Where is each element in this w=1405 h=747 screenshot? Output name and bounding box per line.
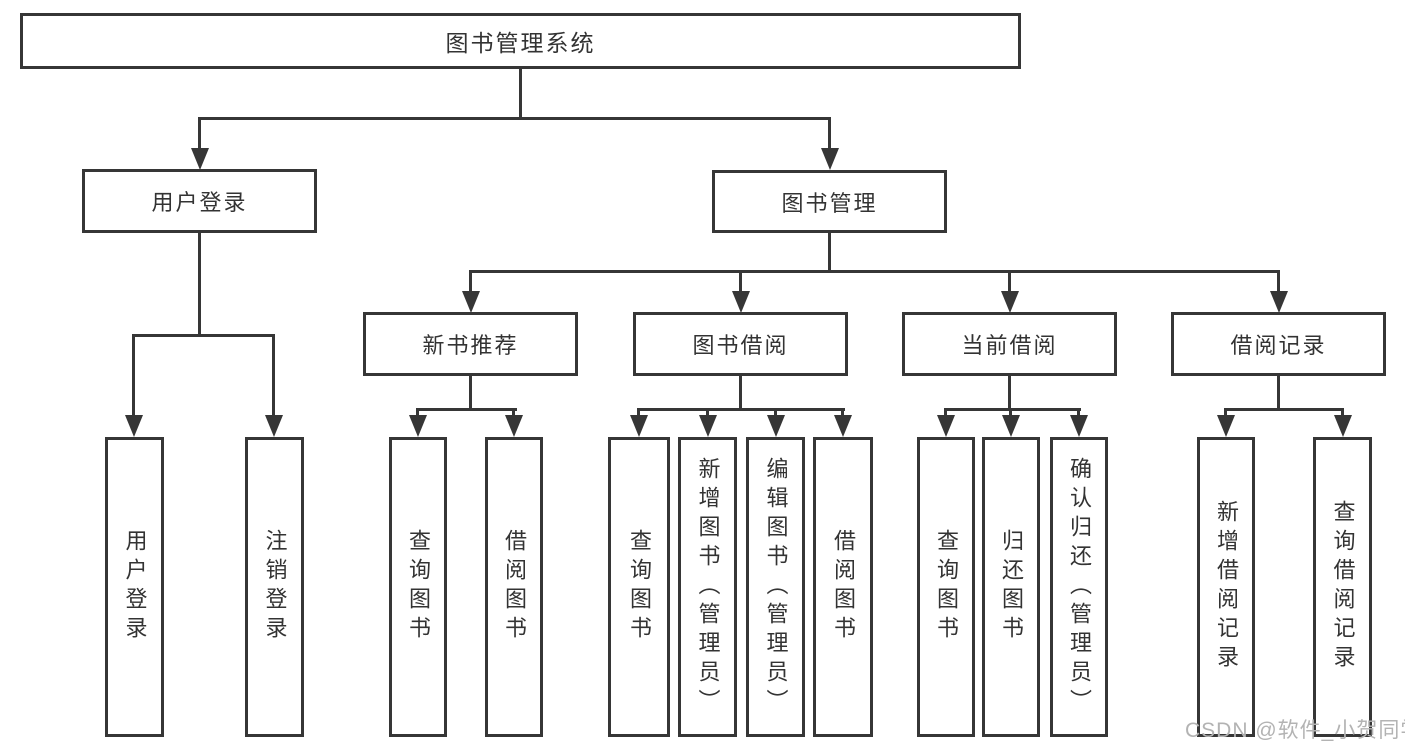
leaf-confirm-return-label: 确认归还（管理员） — [1067, 456, 1092, 718]
edge-root-bar — [198, 117, 831, 120]
arrow-down-icon — [1217, 415, 1235, 437]
leaf-add-book-label: 新增图书（管理员） — [695, 456, 721, 718]
node-new-book-label: 新书推荐 — [422, 333, 519, 358]
leaf-edit-book: 编辑图书（管理员） — [746, 437, 805, 737]
leaf-query-book-2-label: 查询图书 — [627, 529, 652, 645]
edge-book-mgmt-bar — [469, 270, 1280, 273]
leaf-borrow-book-1: 借阅图书 — [485, 437, 543, 737]
leaf-query-book-2: 查询图书 — [608, 437, 670, 737]
node-root-label: 图书管理系统 — [445, 30, 596, 56]
edge-book-borrow-stem — [739, 376, 742, 411]
leaf-query-book-1: 查询图书 — [389, 437, 447, 737]
leaf-query-book-1-label: 查询图书 — [406, 529, 431, 645]
node-current-borrow-label: 当前借阅 — [961, 333, 1058, 358]
edge-new-book-bar — [416, 408, 517, 411]
arrow-down-icon — [767, 415, 785, 437]
edge-current-borrow-bar — [944, 408, 1081, 411]
arrow-down-icon — [630, 415, 648, 437]
arrow-down-icon — [1070, 415, 1088, 437]
node-book-borrow-label: 图书借阅 — [692, 333, 789, 358]
node-user-login: 用户登录 — [82, 169, 317, 233]
leaf-borrow-book-2: 借阅图书 — [813, 437, 873, 737]
leaf-query-book-3: 查询图书 — [917, 437, 975, 737]
leaf-borrow-book-2-label: 借阅图书 — [831, 529, 856, 645]
node-borrow-record-label: 借阅记录 — [1230, 333, 1327, 358]
leaf-query-record: 查询借阅记录 — [1313, 437, 1372, 737]
leaf-add-record: 新增借阅记录 — [1197, 437, 1255, 737]
leaf-query-book-3-label: 查询图书 — [934, 529, 959, 645]
leaf-add-book: 新增图书（管理员） — [678, 437, 737, 737]
arrow-down-icon — [1334, 415, 1352, 437]
edge-drop-new-book — [469, 270, 472, 295]
node-book-mgmt-label: 图书管理 — [781, 190, 878, 216]
node-book-borrow: 图书借阅 — [633, 312, 848, 376]
node-new-book: 新书推荐 — [363, 312, 578, 376]
edge-root-stem — [519, 69, 522, 119]
edge-drop-book-borrow — [739, 270, 742, 295]
arrow-down-icon — [834, 415, 852, 437]
edge-book-mgmt-stem — [828, 233, 831, 273]
node-book-mgmt: 图书管理 — [712, 170, 947, 233]
leaf-edit-book-label: 编辑图书（管理员） — [763, 456, 789, 718]
node-borrow-record: 借阅记录 — [1171, 312, 1386, 376]
arrow-down-icon — [125, 415, 143, 437]
node-user-login-label: 用户登录 — [151, 190, 248, 215]
edge-drop-current-borrow — [1008, 270, 1011, 295]
arrow-down-icon — [191, 148, 209, 170]
leaf-logout-label: 注销登录 — [262, 529, 288, 645]
edge-root-drop-book-mgmt — [828, 117, 831, 152]
leaf-add-record-label: 新增借阅记录 — [1214, 500, 1239, 674]
arrow-down-icon — [699, 415, 717, 437]
edge-book-borrow-bar — [637, 408, 845, 411]
arrow-down-icon — [1001, 291, 1019, 313]
arrow-down-icon — [265, 415, 283, 437]
edge-borrow-record-stem — [1277, 376, 1280, 411]
edge-root-drop-user-login — [198, 117, 201, 152]
arrow-down-icon — [462, 291, 480, 313]
leaf-user-login: 用户登录 — [105, 437, 164, 737]
arrow-down-icon — [732, 291, 750, 313]
leaf-query-record-label: 查询借阅记录 — [1330, 500, 1356, 674]
csdn-watermark: CSDN @软件_小贺同学 — [1185, 719, 1405, 742]
arrow-down-icon — [821, 148, 839, 170]
edge-borrow-record-bar — [1224, 408, 1344, 411]
edge-drop-leaf-logout — [272, 334, 275, 421]
arrow-down-icon — [505, 415, 523, 437]
arrow-down-icon — [1270, 291, 1288, 313]
leaf-user-login-label: 用户登录 — [122, 529, 148, 645]
arrow-down-icon — [409, 415, 427, 437]
node-root: 图书管理系统 — [20, 13, 1021, 69]
node-current-borrow: 当前借阅 — [902, 312, 1117, 376]
edge-drop-borrow-record — [1277, 270, 1280, 295]
leaf-return-book-label: 归还图书 — [999, 529, 1024, 645]
leaf-logout: 注销登录 — [245, 437, 304, 737]
leaf-return-book: 归还图书 — [982, 437, 1040, 737]
edge-new-book-stem — [469, 376, 472, 411]
leaf-confirm-return: 确认归还（管理员） — [1050, 437, 1108, 737]
arrow-down-icon — [937, 415, 955, 437]
edge-drop-leaf-user-login — [132, 334, 135, 421]
edge-user-login-stem — [198, 233, 201, 336]
edge-current-borrow-stem — [1008, 376, 1011, 411]
leaf-borrow-book-1-label: 借阅图书 — [502, 529, 527, 645]
edge-user-login-bar — [132, 334, 275, 337]
arrow-down-icon — [1002, 415, 1020, 437]
